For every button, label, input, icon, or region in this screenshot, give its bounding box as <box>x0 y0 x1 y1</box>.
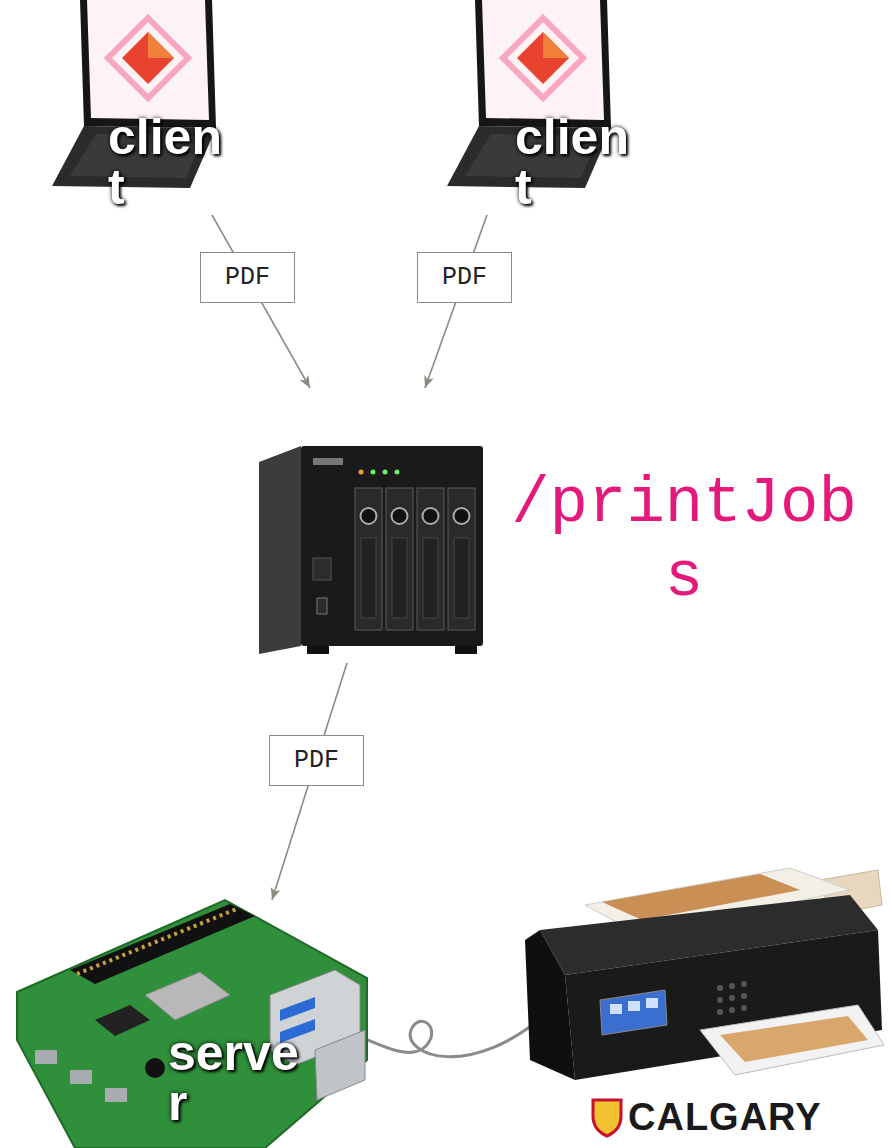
printer-illustration <box>525 868 884 1080</box>
ethernet-port <box>315 1030 365 1100</box>
university-crest <box>593 1100 621 1136</box>
crest-shield <box>593 1100 621 1136</box>
logo-highlight <box>148 32 174 58</box>
memory-chip <box>95 1005 150 1036</box>
device-illustration <box>255 388 490 663</box>
output-tray <box>700 1005 884 1075</box>
status-led <box>371 470 376 475</box>
gpio-pins <box>77 908 239 974</box>
bay-grip <box>454 538 469 618</box>
status-led <box>395 470 400 475</box>
logo-diamond <box>122 32 174 84</box>
cable-wire <box>345 1012 548 1057</box>
logo-glow <box>503 18 583 98</box>
status-led <box>359 470 364 475</box>
logo-wordmark-holder: CALGARY <box>628 1096 821 1139</box>
edge-label: PDF <box>442 263 487 292</box>
gpio-header <box>70 904 255 984</box>
nas-storage: /printJobs <box>255 388 490 663</box>
edge-label: PDF <box>225 263 270 292</box>
bay-lock <box>423 508 439 524</box>
nas-side <box>259 446 301 654</box>
screen-icon <box>628 1001 640 1011</box>
client-laptop: client <box>435 0 625 215</box>
device-label: server <box>168 1028 316 1128</box>
screen-icon <box>610 1004 622 1014</box>
folder-path: /printJobs <box>493 468 875 615</box>
power-button <box>313 558 331 580</box>
drive-bay <box>417 488 444 630</box>
bay-grip <box>361 538 376 618</box>
bay-lock <box>392 508 408 524</box>
label-box: PDF <box>269 735 364 786</box>
usb-slot <box>280 997 315 1021</box>
logo-highlight <box>543 32 569 58</box>
logo-glow <box>108 18 188 98</box>
drive-bay <box>448 488 475 630</box>
keypad <box>717 981 747 1015</box>
drive-bay <box>386 488 413 630</box>
laptop-display <box>482 0 604 120</box>
server-board: server <box>15 900 370 1148</box>
printer-side <box>525 930 575 1080</box>
nas-logo-plate <box>313 458 343 465</box>
label-box: PDF <box>200 252 295 303</box>
bay-lock <box>454 508 470 524</box>
laptop-display <box>87 0 209 120</box>
nas-foot <box>307 646 329 654</box>
device-label: client <box>108 112 237 212</box>
power-connector <box>35 1050 57 1064</box>
label-box: PDF <box>417 252 512 303</box>
bay-lock <box>361 508 377 524</box>
bay-grip <box>423 538 438 618</box>
device-illustration <box>40 0 230 215</box>
hdmi-connector <box>70 1070 92 1084</box>
hdmi-connector <box>105 1088 127 1102</box>
drive-bay <box>355 488 382 630</box>
nas-foot <box>455 646 477 654</box>
photo-print <box>720 1016 868 1062</box>
usb-cable <box>345 1012 548 1057</box>
circuit-board <box>17 900 367 1148</box>
status-led <box>383 470 388 475</box>
bay-grip <box>392 538 407 618</box>
audio-jack <box>145 1058 165 1078</box>
screen-icon <box>646 998 658 1008</box>
client-laptop: client <box>40 0 230 215</box>
usb-port <box>317 598 327 614</box>
nas-front <box>301 446 483 646</box>
device-label: client <box>515 112 644 212</box>
laptop-lid <box>80 0 216 128</box>
printer-screen <box>600 990 667 1035</box>
logo-diamond <box>517 32 569 84</box>
device-illustration <box>15 900 370 1148</box>
edge-label: PDF <box>294 746 339 775</box>
processor-chip <box>145 972 230 1020</box>
logo-wordmark: CALGARY <box>628 1096 821 1138</box>
laptop-lid <box>475 0 611 128</box>
